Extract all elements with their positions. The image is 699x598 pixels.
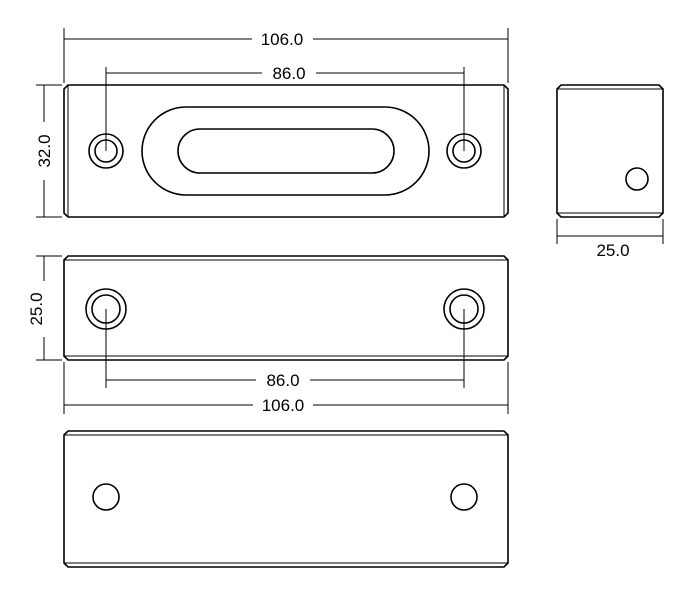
top-slot-inner (177, 128, 395, 174)
dim-front-height: 25.0 (27, 255, 62, 361)
front-view (63, 255, 509, 361)
top-slot-outer (141, 106, 430, 196)
front-view-outline (63, 255, 509, 361)
side-view (556, 84, 664, 218)
dim-front-overall-width: 106.0 (63, 362, 509, 415)
dim-front-hole-spacing-label: 86.0 (266, 371, 299, 390)
top-view-outline (63, 84, 509, 218)
dim-front-hole-spacing: 86.0 (105, 309, 465, 390)
top-view (63, 84, 509, 218)
bottom-view-outline (63, 430, 509, 568)
dim-top-hole-spacing: 86.0 (105, 64, 465, 151)
bottom-view (63, 430, 509, 568)
dim-top-overall-width: 106.0 (63, 28, 509, 83)
bottom-right-hole (450, 483, 478, 511)
dim-top-overall-width-label: 106.0 (261, 30, 304, 49)
dim-top-height: 32.0 (35, 84, 62, 218)
dim-top-hole-spacing-label: 86.0 (272, 64, 305, 83)
bottom-left-hole (92, 483, 120, 511)
dim-front-overall-width-label: 106.0 (262, 396, 305, 415)
side-view-outline (556, 84, 664, 218)
dim-top-height-label: 32.0 (35, 134, 54, 167)
dim-front-height-label: 25.0 (27, 292, 46, 325)
dim-side-width-label: 25.0 (596, 241, 629, 260)
side-view-hole (625, 167, 649, 191)
dim-side-width: 25.0 (556, 219, 664, 260)
